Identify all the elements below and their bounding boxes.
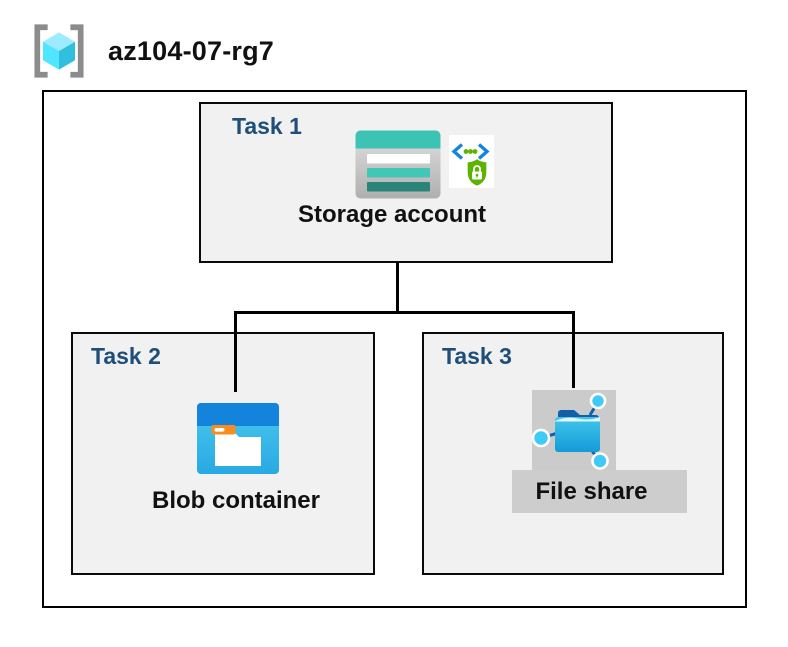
task2-box: Task 2 Blob container [71, 332, 375, 575]
task2-label: Task 2 [91, 343, 161, 369]
resource-group-name: az104-07-rg7 [108, 35, 274, 66]
blob-container-icon [197, 403, 279, 474]
file-share-label: File share [535, 477, 648, 505]
resource-group-header: az104-07-rg7 [28, 20, 274, 82]
connector-to-blob-container [234, 311, 237, 392]
connector-to-file-share [572, 311, 575, 388]
connector-horizontal [234, 311, 575, 314]
task1-box: Task 1 Storage account [199, 102, 613, 263]
resource-group-icon [34, 24, 84, 78]
storage-account-label: Storage account [297, 201, 487, 228]
task3-label: Task 3 [442, 343, 512, 369]
connector-storage-stem [396, 262, 399, 313]
blob-container-label: Blob container [151, 487, 320, 514]
file-share-icon [531, 392, 609, 470]
file-share-label-highlight: File share [512, 470, 687, 513]
secure-access-icon [449, 135, 494, 188]
storage-account-icon [355, 130, 441, 199]
task1-label: Task 1 [232, 113, 302, 139]
file-share-icon-background [531, 390, 616, 470]
